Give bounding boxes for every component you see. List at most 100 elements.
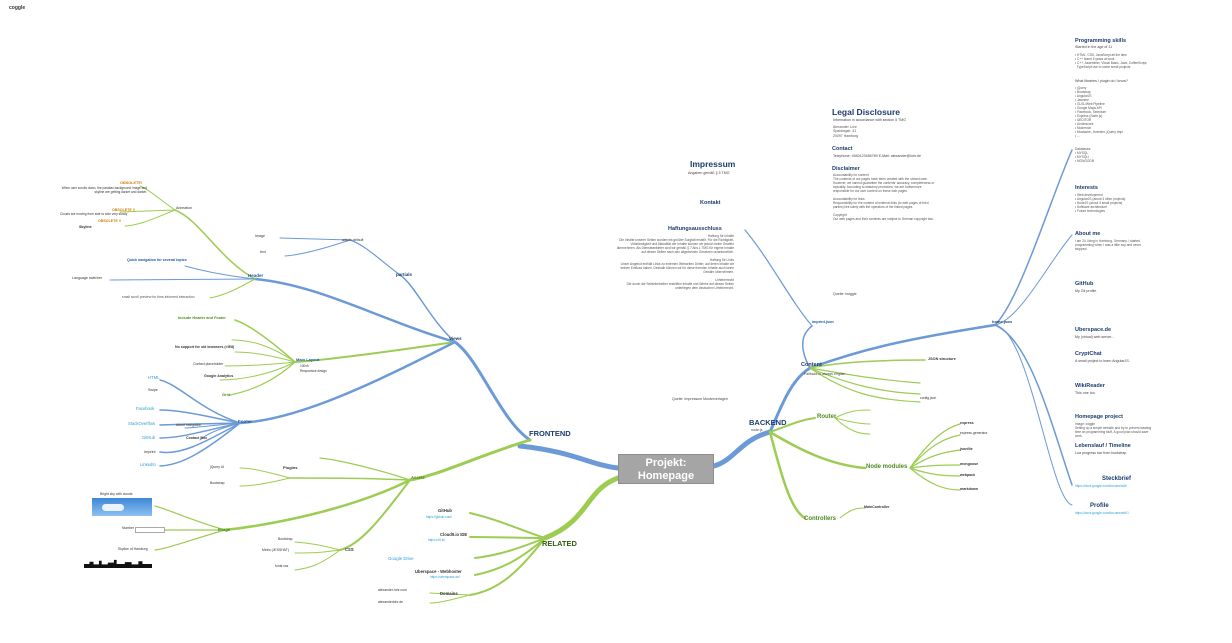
footer-github[interactable]: GitHub	[142, 435, 156, 440]
node-css[interactable]: CSS	[345, 547, 354, 552]
uberspace-text: My (virtual) web server...	[1075, 335, 1115, 339]
root-subtitle: Homepage	[637, 470, 695, 482]
contact-box[interactable]: Contact Box	[186, 436, 208, 440]
node-content[interactable]: Content	[801, 362, 822, 368]
branch-backend[interactable]: BACKEND	[749, 418, 787, 427]
obsolete-3: OBSOLETE !!	[98, 219, 122, 223]
header-note: small scroll preview for time-informed i…	[122, 295, 195, 299]
footer-html[interactable]: HTML	[148, 375, 160, 380]
node-image-assets[interactable]: Image	[218, 527, 231, 532]
impressum-source: Quelle: Impressum Musterverlagen	[672, 397, 728, 401]
main-layout-feature-1: 100vh	[300, 364, 309, 368]
no-support: No support for old browsers (<IE8)	[175, 345, 235, 349]
app-logo[interactable]: coggle	[9, 5, 26, 11]
related-domains[interactable]: Domains	[440, 591, 458, 596]
main-layout-feature-2: Responsive design	[300, 369, 327, 373]
databases-list: Databases: • MYSQL • MYSQLI • MONGODB	[1075, 147, 1094, 163]
language-switcher[interactable]: Language switcher	[72, 276, 103, 280]
include-header-footer[interactable]: Include Header and Footer	[178, 316, 226, 320]
quick-nav[interactable]: Quick navigation for several topics	[127, 258, 187, 262]
node-controllers[interactable]: Controllers	[804, 516, 837, 522]
interests-title: Interests	[1075, 185, 1098, 191]
related-google-drive[interactable]: Google Drive	[388, 556, 414, 561]
node-router[interactable]: Router	[817, 414, 837, 420]
legal-disclaimer-title: Disclaimer	[832, 166, 860, 172]
footer-linkedin[interactable]: LinkedIn	[140, 462, 156, 467]
about-text: I am 24, living in Hamburg, Germany. I s…	[1075, 239, 1141, 251]
node-imprint-json[interactable]: imprint.json	[812, 320, 834, 324]
domain-1[interactable]: alexander-lohr.com	[378, 588, 407, 592]
google-analytics[interactable]: Google Analytics	[204, 374, 234, 378]
module-markdown[interactable]: markdown	[960, 487, 978, 491]
footer-stackoverflow[interactable]: StackOverflow	[128, 421, 155, 426]
domain-2[interactable]: alexanderlohr.de	[378, 600, 404, 604]
homepage-title: Homepage project	[1075, 414, 1123, 420]
footer-swipe[interactable]: Swipe	[148, 388, 158, 392]
node-views[interactable]: Views	[449, 336, 462, 341]
sky-image	[92, 498, 152, 516]
footer-imprint[interactable]: Imprint	[144, 450, 156, 454]
related-cloud9-link[interactable]: https://c9.io/	[428, 538, 446, 542]
node-home-json[interactable]: home.json	[992, 319, 1013, 324]
node-grid[interactable]: Grid	[222, 392, 231, 397]
obsolete-1-text: When user scrolls down, the parallax bac…	[61, 186, 147, 194]
module-express[interactable]: express	[960, 421, 974, 425]
related-uberspace[interactable]: Uberspace - Webhoster	[415, 569, 462, 574]
number-label: Number	[122, 526, 135, 530]
css-bootstrap[interactable]: Bootstrap	[278, 537, 293, 541]
module-mongoose[interactable]: mongoose	[960, 462, 979, 466]
node-footer[interactable]: Footer	[238, 419, 252, 424]
node-image[interactable]: Image	[255, 234, 265, 238]
programming-skills: • HTML, CSS, JavaScript all the time • C…	[1075, 53, 1148, 69]
node-text[interactable]: text	[260, 250, 266, 254]
branch-frontend[interactable]: FRONTEND	[529, 429, 571, 438]
node-node-modules[interactable]: Node modules	[866, 464, 908, 470]
node-config-json[interactable]: config.json	[920, 396, 937, 400]
skyline-hh-label: Skyline of Hamburg	[118, 547, 148, 551]
node-main-layout[interactable]: Main Layout	[296, 357, 320, 362]
legal-contact-title: Contact	[832, 146, 853, 152]
haftung-text: Haftung für Inhalte Die Inhalte unserer …	[616, 234, 734, 290]
related-uberspace-link[interactable]: https://uberspace.de/	[430, 575, 460, 579]
legal-title: Legal Disclosure	[832, 107, 901, 117]
related-cloud9[interactable]: Cloud9.io IDE	[440, 532, 468, 537]
related-github[interactable]: GitHub	[438, 508, 452, 513]
clouds-text: Clouds are moving from side to side very…	[60, 212, 128, 216]
steckbrief-link[interactable]: https://docs.google.com/document/d/	[1075, 484, 1128, 488]
footer-facebook[interactable]: Facebook	[136, 406, 155, 411]
css-fonts[interactable]: fonts.css	[275, 564, 289, 568]
haftung-title: Haftungsausschluss	[668, 226, 722, 232]
module-webpack[interactable]: webpack	[960, 473, 976, 477]
plugin-bootstrap[interactable]: Bootstrap	[210, 481, 225, 485]
impressum-sub: Angaben gemäß § 5 TMG	[688, 171, 730, 175]
root-node[interactable]: Projekt: Homepage	[618, 454, 714, 484]
github-text: My Git profile.	[1075, 289, 1098, 293]
github-title: GitHub	[1075, 281, 1094, 287]
branch-related[interactable]: RELATED	[542, 539, 577, 548]
plugin-jquery[interactable]: jQuery UI	[210, 465, 225, 469]
node-json-structure[interactable]: JSON structure	[928, 357, 956, 361]
node-article-default[interactable]: article.default	[342, 238, 364, 242]
contact-placeholder[interactable]: Contact placeholder	[193, 362, 224, 366]
about-navigation[interactable]: About navigation	[176, 423, 202, 427]
node-animation[interactable]: Animation	[176, 206, 192, 210]
related-github-link[interactable]: https://github.com/	[426, 515, 453, 519]
interests-list: • Web development • AngularJS (about 3 o…	[1075, 193, 1126, 213]
lebenslauf-text: Lua progress bar from bootstrap	[1075, 451, 1127, 455]
bright-sky: Bright sky with clouds	[100, 492, 133, 496]
wikireader-title: WikiReader	[1075, 383, 1105, 389]
homepage-text: Image: coggle Setting up a simple websit…	[1075, 422, 1152, 438]
uberspace-title: Uberspace.de	[1075, 327, 1112, 333]
css-metro[interactable]: Metro (JESSHAT)	[262, 548, 289, 552]
node-partials[interactable]: partials	[396, 272, 413, 277]
main-controller[interactable]: MainController	[864, 505, 890, 509]
module-express-generator[interactable]: express-generator	[960, 431, 988, 435]
node-header[interactable]: Header	[248, 273, 264, 278]
legal-sub: Information in accordance with section 5…	[833, 118, 907, 122]
steckbrief-title: Steckbrief	[1102, 476, 1132, 482]
profile-link[interactable]: https://docs.google.com/document/d/1	[1075, 511, 1129, 515]
number-input[interactable]	[135, 527, 165, 533]
node-assets[interactable]: Assets	[411, 475, 425, 480]
module-jsonfile[interactable]: jsonfile	[960, 447, 973, 451]
node-plugins[interactable]: Plugins	[283, 465, 298, 470]
